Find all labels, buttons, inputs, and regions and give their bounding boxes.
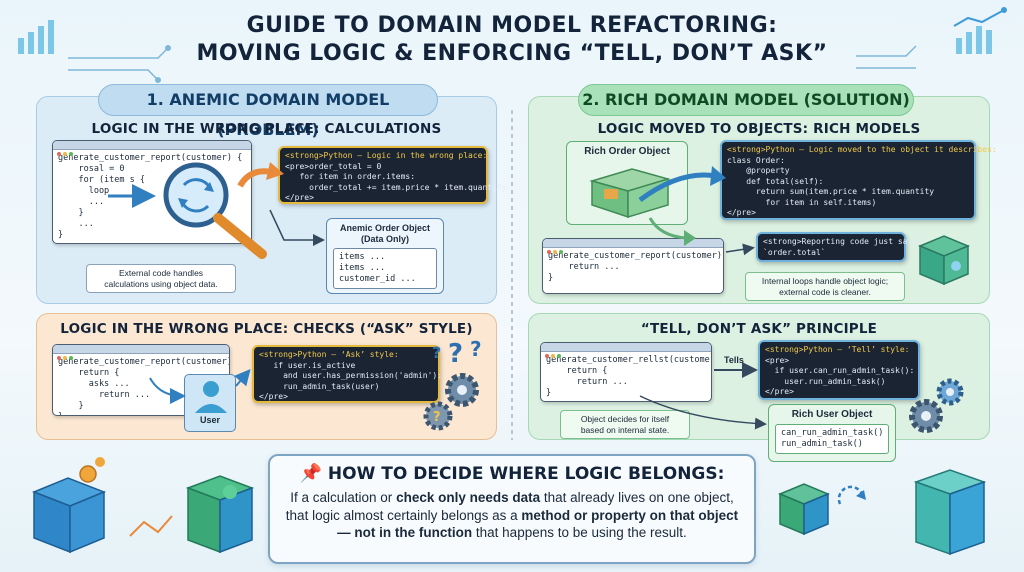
rich-user-object-title: Rich User Object [791, 409, 873, 420]
user-icon [195, 381, 227, 413]
user-card: User [184, 374, 236, 432]
rich-calc-editor-code: generate_customer_report(customer) retur… [548, 251, 722, 283]
anemic-calc-python-code: <strong>Python — Logic in the wrong plac… [278, 146, 507, 204]
anemic-checks-editor-code: generate_customer_report(customer) retur… [58, 357, 230, 415]
svg-text:?: ? [448, 339, 463, 369]
rich-tell-python-head: <strong>Python – ‘Tell’ style: [765, 345, 910, 354]
puzzle-cube-decoration-icon [778, 469, 987, 556]
rich-tell-editor-code: generate_customer_rellst(customer) retur… [546, 355, 712, 398]
rich-tell-python-code: <strong>Python – ‘Tell’ style: <pre> if … [758, 340, 920, 400]
rich-order-object: Rich Order Object [566, 141, 688, 225]
tells-arrow-label: Tells [724, 355, 744, 365]
line-chart-decoration-icon [856, 7, 1007, 69]
pushpin-icon: 📌 [299, 463, 322, 484]
rich-calc-python-head: <strong>Python — Logic moved to the obje… [727, 145, 997, 154]
anemic-order-object-fields: items ... items ... customer_id ... [333, 248, 437, 289]
rich-user-object-methods: can_run_admin_task() run_admin_task() [775, 424, 889, 454]
rich-tell-python-body: <pre> if user.can_run_admin_task(): user… [765, 355, 915, 397]
gear-question-icon: ? ? ? ? [423, 337, 482, 431]
anemic-calc-editor-code: generate_customer_report(customer) { ros… [58, 153, 243, 240]
rich-tell-editor-window: generate_customer_rellst(customer) retur… [540, 342, 712, 402]
rich-reporting-code: <strong>Reporting code just says: `order… [756, 232, 922, 262]
decide-body: If a calculation or check only needs dat… [285, 490, 739, 540]
anemic-order-object-title: Anemic Order Object [339, 223, 431, 233]
anemic-order-object: Anemic Order Object (Data Only) items ..… [326, 218, 444, 294]
anemic-calc-heading: LOGIC IN THE WRONG PLACE: CALCULATIONS [91, 121, 442, 137]
chart-decoration-icon [18, 20, 171, 83]
rich-tell-note: Object decides for itself based on inter… [560, 410, 690, 439]
magnifier-icon [163, 162, 267, 259]
rich-calc-editor-window: generate_customer_report(customer) retur… [542, 238, 724, 294]
decide-box: 📌 HOW TO DECIDE WHERE LOGIC BELONGS: If … [268, 454, 756, 564]
gear-icon [909, 378, 964, 433]
user-label: User [199, 415, 220, 425]
rich-section-title: 2. RICH DOMAIN MODEL (SOLUTION) [578, 84, 914, 116]
anemic-section-title: 1. ANEMIC DOMAIN MODEL (PROBLEM) [98, 84, 438, 139]
anemic-order-object-subtitle: (Data Only) [360, 234, 409, 244]
rich-calc-python-code: <strong>Python — Logic moved to the obje… [720, 140, 997, 220]
anemic-checks-python-head: <strong>Python – ‘Ask’ style: [259, 350, 399, 359]
rich-calc-note: Internal loops handle object logic; exte… [745, 272, 905, 301]
rich-calc-heading: LOGIC MOVED TO OBJECTS: RICH MODELS [597, 121, 921, 137]
puzzle-cube-icon [918, 235, 970, 286]
page-title-line-2: MOVING LOGIC & ENFORCING “TELL, DON’T AS… [196, 41, 828, 66]
anemic-calc-python-body: <pre>order_total = 0 for item in order.i… [285, 161, 507, 203]
rich-order-object-title: Rich Order Object [584, 146, 670, 157]
anemic-calc-python-head: <strong>Python — Logic in the wrong plac… [285, 151, 488, 160]
rich-user-object: Rich User Object can_run_admin_task() ru… [768, 404, 896, 462]
svg-text:?: ? [432, 343, 441, 362]
rich-calc-python-body: class Order: @property def total(self): … [727, 155, 935, 218]
decide-heading: HOW TO DECIDE WHERE LOGIC BELONGS: [327, 464, 725, 484]
anemic-calc-note: External code handles calculations using… [86, 264, 236, 293]
anemic-checks-heading: LOGIC IN THE WRONG PLACE: CHECKS (“ASK” … [60, 321, 473, 337]
svg-text:?: ? [433, 410, 441, 425]
anemic-checks-python-body: if user.is_active and user.has_permissio… [259, 360, 443, 402]
svg-text:?: ? [470, 337, 482, 361]
anemic-checks-python-code: <strong>Python – ‘Ask’ style: if user.is… [252, 345, 443, 403]
page-title-line-1: GUIDE TO DOMAIN MODEL REFACTORING: [246, 13, 778, 38]
puzzle-icon [31, 457, 255, 554]
box-icon [589, 168, 671, 219]
rich-tell-heading: “TELL, DON’T ASK” PRINCIPLE [640, 321, 878, 337]
